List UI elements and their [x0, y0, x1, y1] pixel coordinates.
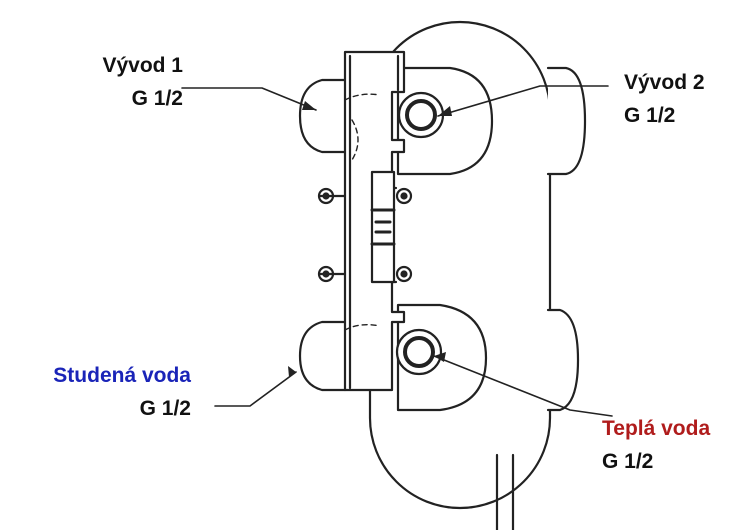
label-cold-water-size: G 1/2: [139, 397, 191, 420]
center-cartridge: [370, 170, 396, 284]
label-outlet-2-name: Vývod 2: [624, 71, 705, 94]
right-upper-cylinder: [546, 66, 587, 176]
leader-hot: [433, 355, 613, 417]
label-outlet-1: Vývod 1 G 1/2: [102, 54, 183, 111]
label-outlet-1-name: Vývod 1: [102, 54, 183, 77]
label-outlet-1-size: G 1/2: [131, 87, 183, 110]
label-cold-water-name: Studená voda: [53, 364, 191, 387]
leader-outlet1: [181, 87, 317, 111]
label-outlet-2-size: G 1/2: [624, 104, 676, 127]
leader-cold: [214, 371, 297, 407]
left-upper-cylinder: [298, 78, 347, 154]
right-lower-cylinder: [546, 308, 580, 412]
leader-outlet2: [437, 85, 609, 117]
label-hot-water-name: Teplá voda: [602, 417, 711, 440]
label-outlet-2: Vývod 2 G 1/2: [624, 71, 705, 128]
label-hot-water: Teplá voda G 1/2: [602, 417, 710, 474]
supply-pipe: [495, 453, 515, 530]
left-lower-cylinder: [298, 320, 347, 392]
label-cold-water: Studená voda G 1/2: [53, 364, 191, 421]
label-hot-water-size: G 1/2: [602, 450, 654, 473]
